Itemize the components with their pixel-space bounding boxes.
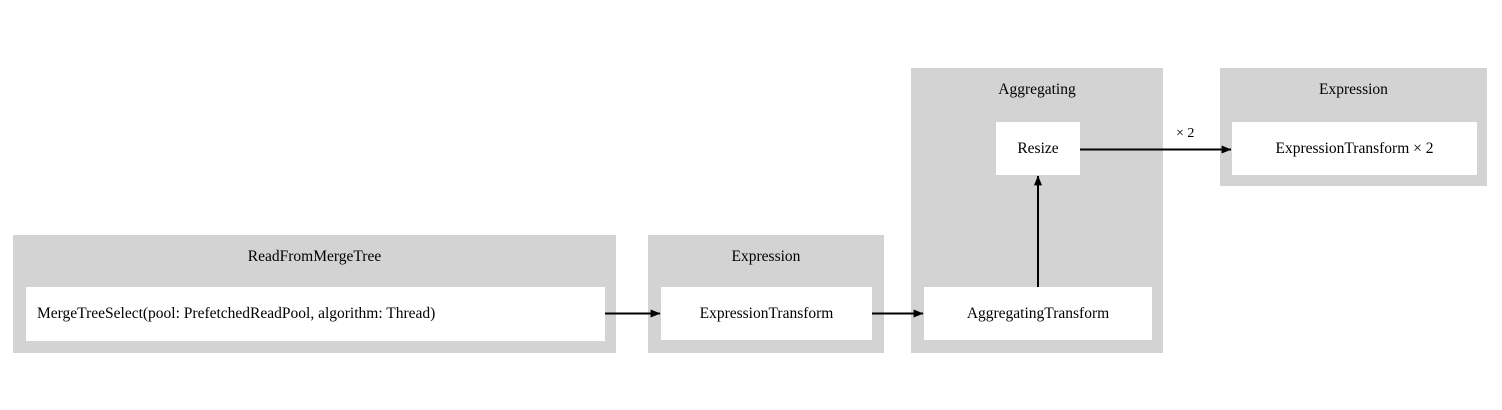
node-expression-transform-1[interactable]: ExpressionTransform	[661, 287, 872, 340]
node-label-expression-transform-1: ExpressionTransform	[699, 304, 834, 322]
node-aggregating-transform[interactable]: AggregatingTransform	[924, 287, 1152, 340]
node-label-merge-tree-select: MergeTreeSelect(pool: PrefetchedReadPool…	[37, 305, 436, 322]
node-expression-transform-2[interactable]: ExpressionTransform × 2	[1232, 122, 1477, 175]
node-label-resize: Resize	[1017, 139, 1059, 157]
node-label-aggregating-transform: AggregatingTransform	[966, 304, 1110, 322]
node-label-expression-transform-2: ExpressionTransform × 2	[1275, 139, 1434, 157]
edge-label-resize-to-expression-transform-2: × 2	[1176, 126, 1195, 141]
cluster-label-expression-2: Expression	[1319, 81, 1388, 98]
node-resize[interactable]: Resize	[996, 122, 1080, 175]
cluster-label-aggregating: Aggregating	[998, 81, 1076, 98]
cluster-label-expression-1: Expression	[731, 248, 801, 265]
cluster-label-read-from-merge-tree: ReadFromMergeTree	[247, 248, 382, 265]
node-merge-tree-select[interactable]: MergeTreeSelect(pool: PrefetchedReadPool…	[26, 287, 605, 341]
